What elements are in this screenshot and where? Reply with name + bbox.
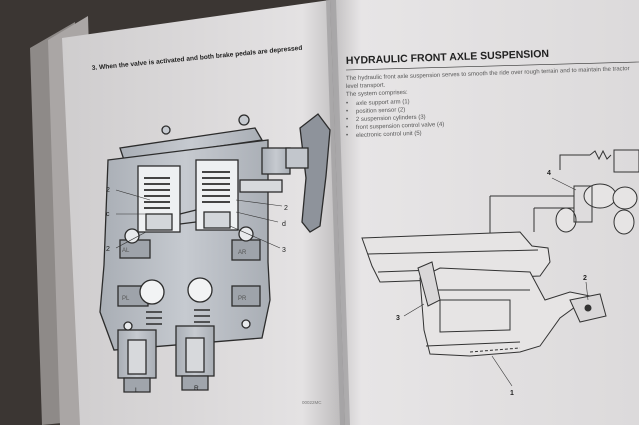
brake-valve-diagram bbox=[99, 113, 331, 393]
port-label-ar: AR bbox=[238, 250, 247, 256]
list-item: 2 suspension cylinders (3) bbox=[356, 115, 426, 123]
list-item: axle support arm (1) bbox=[356, 99, 410, 107]
callout-2-right: 2 bbox=[284, 205, 288, 212]
axle-suspension-diagram bbox=[361, 149, 639, 357]
title-rule bbox=[345, 61, 639, 71]
list-item: electronic control unit (5) bbox=[356, 131, 422, 139]
component-list: • axle support arm (1) • position sensor… bbox=[346, 99, 444, 139]
list-item: position sensor (2) bbox=[356, 107, 406, 115]
callout-3: 3 bbox=[396, 315, 400, 322]
list-bullet: • bbox=[346, 125, 348, 131]
intro-line-3: The system comprises: bbox=[346, 90, 408, 98]
right-leader-lines bbox=[403, 177, 589, 387]
callout-1: 1 bbox=[510, 390, 514, 397]
callout-3: 3 bbox=[282, 247, 286, 254]
list-bullet: • bbox=[346, 133, 348, 139]
pedal-label-right: R bbox=[194, 385, 199, 392]
list-bullet: • bbox=[346, 117, 348, 123]
intro-line-2: level transport. bbox=[346, 83, 386, 90]
callout-2-lower: 2 bbox=[106, 246, 110, 253]
pedal-label-left: L bbox=[135, 387, 139, 394]
callout-4: 4 bbox=[547, 170, 551, 177]
callout-2: 2 bbox=[583, 275, 587, 282]
callout-c: c bbox=[106, 211, 110, 218]
left-leader-lines bbox=[115, 189, 283, 249]
port-label-pr: PR bbox=[238, 296, 247, 302]
figure-code: 00022MC bbox=[302, 400, 322, 405]
callout-2-upper: 2 bbox=[106, 187, 110, 194]
port-label-pl: PL bbox=[122, 296, 130, 302]
right-page bbox=[330, 0, 639, 425]
list-item: front suspension control valve (4) bbox=[356, 122, 445, 131]
right-page-content: HYDRAULIC FRONT AXLE SUSPENSION The hydr… bbox=[346, 48, 639, 397]
list-bullet: • bbox=[346, 101, 348, 107]
list-bullet: • bbox=[346, 109, 348, 115]
book-gutter bbox=[326, 0, 350, 425]
port-label-al: AL bbox=[122, 248, 130, 254]
callout-d: d bbox=[282, 221, 286, 228]
